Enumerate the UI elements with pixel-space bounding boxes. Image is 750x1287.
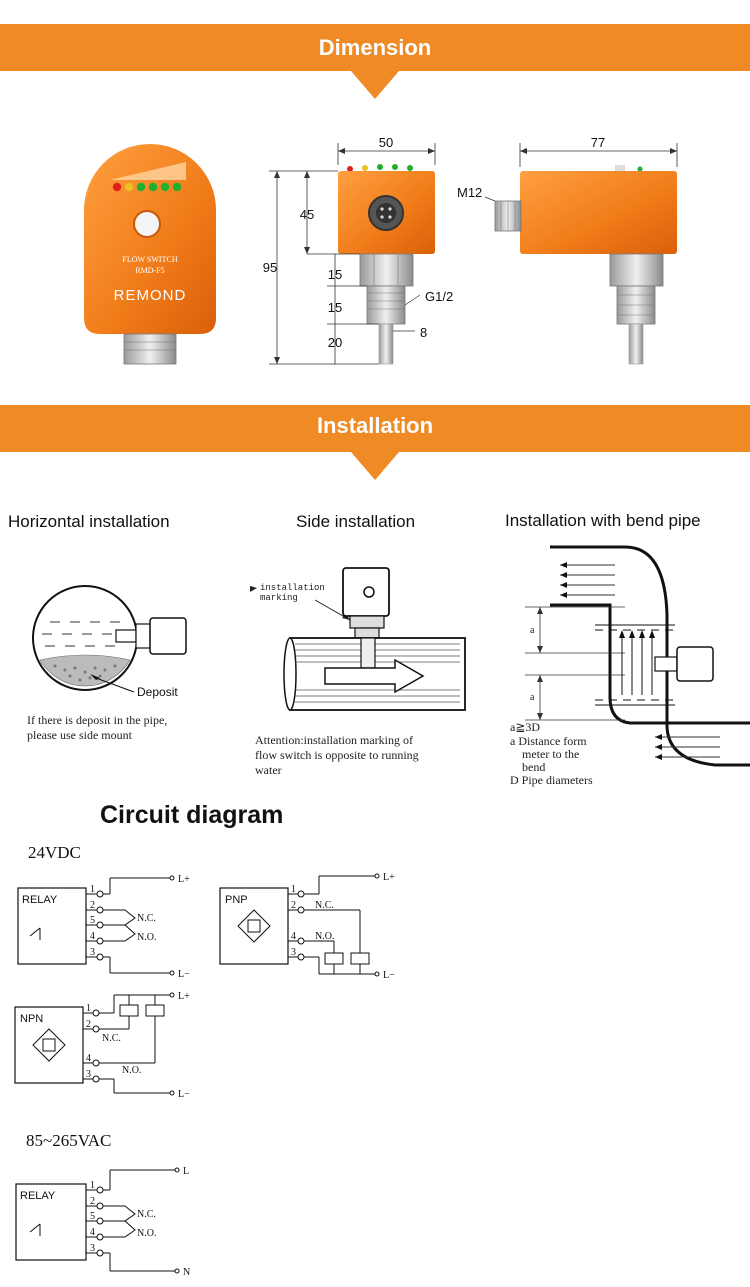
side-note-line3: water xyxy=(255,763,282,777)
bend-a-label-bottom: a xyxy=(530,692,535,703)
marking-label-line2: marking xyxy=(260,593,298,603)
svg-text:1: 1 xyxy=(90,884,95,895)
svg-text:1: 1 xyxy=(86,1003,91,1014)
svg-text:3: 3 xyxy=(90,1243,95,1254)
svg-text:5: 5 xyxy=(90,915,95,926)
device-dimension-view: 50 95 45 15 15 20 G1/2 8 xyxy=(263,135,453,365)
led-1 xyxy=(112,182,122,192)
svg-text:3: 3 xyxy=(90,947,95,958)
pnp-label: PNP xyxy=(225,894,248,906)
bend-note-line5: D Pipe diameters xyxy=(510,773,593,787)
side-note-line2: flow switch is opposite to running xyxy=(255,748,419,762)
npn-nc: N.C. xyxy=(102,1033,121,1044)
dim-connector-label: M12 xyxy=(457,185,482,200)
marking-label-line1: installation xyxy=(260,583,325,593)
relay-dc-l-plus: L+ xyxy=(178,874,190,885)
relay-ac-l: L xyxy=(183,1166,189,1177)
led-3 xyxy=(136,182,146,192)
dim-hex-height: 15 xyxy=(328,267,342,282)
relay-dc-circuit: RELAY 1 2 5 4 3 N.C. N.O. L+ L− xyxy=(17,874,190,980)
npn-l-minus: L− xyxy=(178,1089,190,1100)
bend-note-line3: meter to the xyxy=(522,747,580,761)
svg-text:2: 2 xyxy=(90,1196,95,1207)
device-label-line1: FLOW SWITCH xyxy=(122,255,177,264)
horizontal-installation-diagram: Deposit xyxy=(32,585,187,699)
bend-note-line4: bend xyxy=(522,760,546,774)
svg-text:1: 1 xyxy=(291,884,296,895)
pnp-l-minus: L− xyxy=(383,970,395,981)
pnp-nc: N.C. xyxy=(315,900,334,911)
npn-no: N.O. xyxy=(122,1065,141,1076)
dc-title: 24VDC xyxy=(28,843,81,862)
led-2 xyxy=(124,182,134,192)
svg-text:4: 4 xyxy=(90,1227,95,1238)
pnp-circuit: PNP 1 2 4 3 N.C. N.O. L+ L− xyxy=(219,872,395,981)
sensor-button xyxy=(133,210,161,238)
relay-ac-label: RELAY xyxy=(20,1190,56,1202)
bend-note-line2: a Distance form xyxy=(510,734,587,748)
svg-text:3: 3 xyxy=(291,947,296,958)
svg-text:5: 5 xyxy=(90,1211,95,1222)
dim-height-total: 95 xyxy=(263,260,277,275)
svg-text:2: 2 xyxy=(86,1019,91,1030)
bend-note-line1: a≧3D xyxy=(510,720,541,734)
led-5 xyxy=(160,182,170,192)
relay-dc-label: RELAY xyxy=(22,894,58,906)
dim-thread-height: 15 xyxy=(328,300,342,315)
horizontal-note-line1: If there is deposit in the pipe, xyxy=(27,713,168,727)
side-note-line1: Attention:installation marking of xyxy=(255,733,413,747)
relay-dc-l-minus: L− xyxy=(178,969,190,980)
svg-text:3: 3 xyxy=(86,1069,91,1080)
side-installation-diagram: installation marking xyxy=(250,567,466,711)
device-side-view: 77 M12 xyxy=(457,135,678,365)
deposit-label: Deposit xyxy=(137,685,178,699)
relay-dc-nc: N.C. xyxy=(137,913,156,924)
ac-title: 85~265VAC xyxy=(26,1131,112,1150)
horizontal-note-line2: please use side mount xyxy=(27,728,132,742)
svg-text:2: 2 xyxy=(291,900,296,911)
svg-text:1: 1 xyxy=(90,1180,95,1191)
device-front-view: FLOW SWITCH RMD-F5 REMOND xyxy=(84,144,216,365)
npn-label: NPN xyxy=(20,1013,43,1025)
dim-width-side: 77 xyxy=(591,135,605,150)
dim-height-body: 45 xyxy=(300,207,314,222)
pnp-no: N.O. xyxy=(315,931,334,942)
dim-width-front: 50 xyxy=(379,135,393,150)
led-6 xyxy=(172,182,182,192)
installation-banner-notch xyxy=(351,452,399,480)
bend-installation-diagram: a a xyxy=(525,545,750,767)
svg-text:4: 4 xyxy=(90,931,95,942)
dim-probe-diameter: 8 xyxy=(420,325,427,340)
relay-ac-n: N xyxy=(183,1267,190,1278)
dim-probe-length: 20 xyxy=(328,335,342,350)
horizontal-installation-heading: Horizontal installation xyxy=(8,512,170,531)
dimension-banner-notch xyxy=(351,71,399,99)
npn-l-plus: L+ xyxy=(178,991,190,1002)
device-label-line2: RMD-F5 xyxy=(135,266,164,275)
svg-text:4: 4 xyxy=(291,931,296,942)
dimension-banner xyxy=(0,24,750,71)
npn-circuit: NPN 1 2 4 3 N.C. N.O. L+ L− xyxy=(14,991,190,1100)
pnp-l-plus: L+ xyxy=(383,872,395,883)
svg-text:4: 4 xyxy=(86,1053,91,1064)
dim-thread-label: G1/2 xyxy=(425,289,453,304)
relay-ac-no: N.O. xyxy=(137,1228,156,1239)
installation-banner xyxy=(0,405,750,452)
bend-a-label-top: a xyxy=(530,625,535,636)
side-installation-heading: Side installation xyxy=(296,512,416,531)
installation-title: Installation xyxy=(316,413,434,438)
circuit-diagram-title: Circuit diagram xyxy=(100,801,284,829)
svg-text:2: 2 xyxy=(90,900,95,911)
device-brand: REMOND xyxy=(114,287,187,304)
dimension-title: Dimension xyxy=(318,35,432,60)
bend-installation-heading: Installation with bend pipe xyxy=(505,511,701,530)
relay-ac-circuit: RELAY 1 2 5 4 3 N.C. N.O. L N xyxy=(15,1166,190,1278)
relay-dc-no: N.O. xyxy=(137,932,156,943)
led-4 xyxy=(148,182,158,192)
relay-ac-nc: N.C. xyxy=(137,1209,156,1220)
